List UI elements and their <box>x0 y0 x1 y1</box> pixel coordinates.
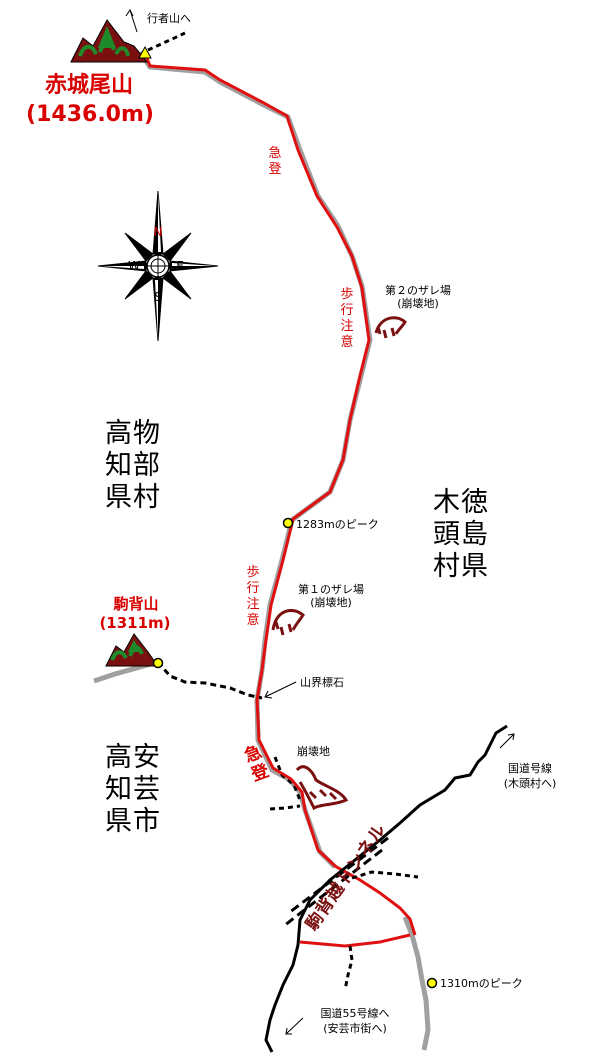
arrow-route55 <box>285 1017 304 1035</box>
peak-name-akagiosan: 赤城尾山 <box>44 73 133 98</box>
area-char: 高 <box>105 742 132 773</box>
peak-marker-1283 <box>282 517 294 529</box>
collapse-area-symbol <box>295 765 349 811</box>
area-char: 木 <box>433 487 460 518</box>
summit-marker-akagiosan <box>138 45 152 59</box>
note-steep-1: 急登 <box>268 146 282 177</box>
label-zare-1-title: 第１のザレ場 <box>298 583 364 596</box>
arrow-gyojasan <box>125 9 138 33</box>
area-char: 市 <box>133 806 160 837</box>
area-char: 県 <box>105 482 132 513</box>
zare-2-symbol <box>374 316 407 339</box>
zare-1-symbol <box>271 609 305 636</box>
compass-w: W <box>128 259 140 273</box>
area-char: 部 <box>133 450 160 481</box>
label-collapse-area: 崩壊地 <box>297 745 330 758</box>
area-char: 知 <box>105 450 132 481</box>
compass-n: N <box>154 225 163 239</box>
label-peak-1283: 1283mのピーク <box>296 518 379 531</box>
boundary-dash-lower <box>273 756 302 801</box>
area-char: 頭 <box>433 519 460 550</box>
mountain-icon-komasenayama <box>105 633 159 667</box>
area-char: 村 <box>433 551 460 582</box>
compass-s: S <box>154 290 162 304</box>
compass-rose <box>97 190 219 342</box>
area-char: 芸 <box>133 774 160 805</box>
label-route55-line2: (安芸市街へ) <box>323 1022 387 1035</box>
area-char: 県 <box>461 551 488 582</box>
boundary-dash-west <box>156 661 263 700</box>
label-route55-line1: 国道55号線へ <box>320 1007 390 1020</box>
note-caution-2: 歩行注意 <box>246 565 260 628</box>
tunnel-line-2 <box>284 848 383 927</box>
mountain-icon-akagiosan <box>70 19 149 63</box>
label-zare-2-title: 第２のザレ場 <box>385 284 451 297</box>
arrow-boundary-stone <box>264 681 297 699</box>
area-char: 村 <box>133 482 160 513</box>
peak-marker-1310 <box>426 977 438 989</box>
side-trail-2 <box>351 870 419 880</box>
label-zare-1-sub: (崩壊地) <box>310 596 352 609</box>
area-char: 安 <box>133 742 160 773</box>
ridge-line-south <box>402 916 431 1051</box>
arrow-route195 <box>499 733 515 749</box>
label-boundary-stone: 山界標石 <box>300 676 344 689</box>
peak-name-komasenayama: 駒背山 <box>113 595 159 613</box>
label-to-gyojasan: 行者山へ <box>147 12 191 25</box>
note-caution-1: 歩行注意 <box>340 287 354 350</box>
side-trail-3 <box>343 945 354 991</box>
area-char: 知 <box>105 774 132 805</box>
area-char: 徳 <box>461 487 488 518</box>
main-route <box>143 52 417 936</box>
label-route195-line1: 国道号線 <box>508 762 552 775</box>
peak-elevation-komasenayama: (1311m) <box>99 614 171 632</box>
compass-e: E <box>176 259 184 273</box>
route-bottom-loop <box>299 933 411 948</box>
label-zare-2-sub: (崩壊地) <box>397 297 439 310</box>
area-char: 島 <box>461 519 488 550</box>
label-route195-line2: (木頭村へ) <box>503 777 557 790</box>
national-road-upper <box>398 724 508 825</box>
trail-to-gyojasan <box>147 31 186 52</box>
peak-marker-komasenayama <box>152 657 164 669</box>
label-peak-1310: 1310mのピーク <box>440 977 523 990</box>
area-char: 高 <box>105 418 132 449</box>
tunnel-line-1 <box>289 836 389 914</box>
peak-elevation-akagiosan: (1436.0m) <box>26 102 154 127</box>
area-char: 物 <box>133 418 160 449</box>
side-trail-1 <box>269 804 301 811</box>
area-char: 県 <box>105 806 132 837</box>
national-road-main <box>264 821 401 1053</box>
